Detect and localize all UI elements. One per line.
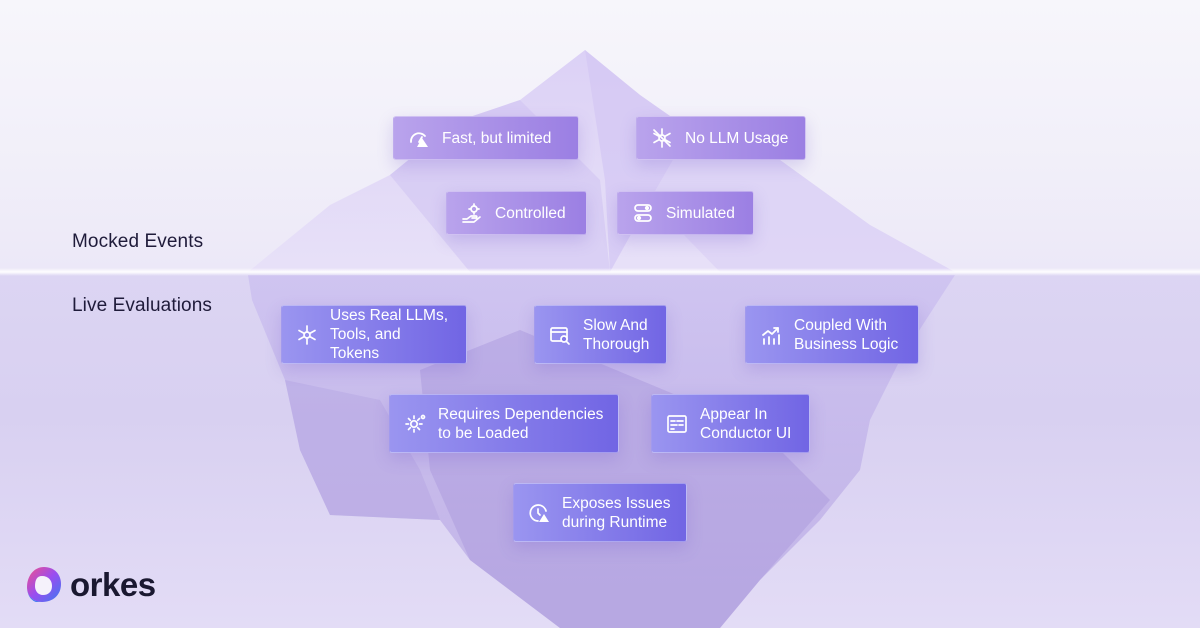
- clock-warning-icon: [528, 502, 550, 524]
- chip-uses-real-llms: Uses Real LLMs, Tools, and Tokens: [281, 305, 467, 364]
- chip-coupled-with-business-logic: Coupled With Business Logic: [745, 305, 919, 364]
- hand-gear-icon: [461, 202, 483, 224]
- iceberg-underwater-facet-left: [285, 380, 440, 520]
- chart-growth-icon: [760, 324, 782, 346]
- orkes-wordmark: orkes: [70, 566, 156, 603]
- chip-requires-dependencies: Requires Dependencies to be Loaded: [389, 394, 619, 453]
- simulation-icon: [632, 202, 654, 224]
- chip-label: Fast, but limited: [442, 129, 552, 147]
- no-ai-icon: [651, 127, 673, 149]
- chip-label: Simulated: [666, 204, 735, 222]
- orkes-logo: orkes: [24, 564, 156, 606]
- gear-dependency-icon: [404, 413, 426, 435]
- chip-appear-in-conductor-ui: Appear In Conductor UI: [651, 394, 810, 453]
- section-label-live-evaluations: Live Evaluations: [72, 295, 212, 316]
- chip-slow-and-thorough: Slow And Thorough: [534, 305, 667, 364]
- ai-network-icon: [296, 324, 318, 346]
- section-label-mocked-events: Mocked Events: [72, 231, 204, 252]
- chip-label: Slow And Thorough: [583, 316, 650, 353]
- chip-no-llm-usage: No LLM Usage: [636, 116, 806, 160]
- chip-label: Appear In Conductor UI: [700, 405, 792, 442]
- chip-label: Uses Real LLMs, Tools, and Tokens: [330, 307, 449, 362]
- chip-label: Exposes Issues during Runtime: [562, 494, 671, 531]
- window-search-icon: [549, 324, 571, 346]
- speedometer-icon: [408, 127, 430, 149]
- chip-label: Coupled With Business Logic: [794, 316, 899, 353]
- waterline: [0, 268, 1200, 276]
- iceberg-tip-facet-right: [650, 130, 955, 272]
- dashboard-icon: [666, 413, 688, 435]
- chip-simulated: Simulated: [617, 191, 754, 235]
- chip-label: No LLM Usage: [685, 129, 789, 147]
- orkes-logo-mark-icon: [27, 567, 61, 602]
- chip-label: Controlled: [495, 204, 566, 222]
- chip-fast-but-limited: Fast, but limited: [393, 116, 579, 160]
- chip-label: Requires Dependencies to be Loaded: [438, 405, 604, 442]
- chip-controlled: Controlled: [446, 191, 587, 235]
- chip-exposes-issues: Exposes Issues during Runtime: [513, 483, 687, 542]
- iceberg-tip-facet-peak: [585, 50, 690, 272]
